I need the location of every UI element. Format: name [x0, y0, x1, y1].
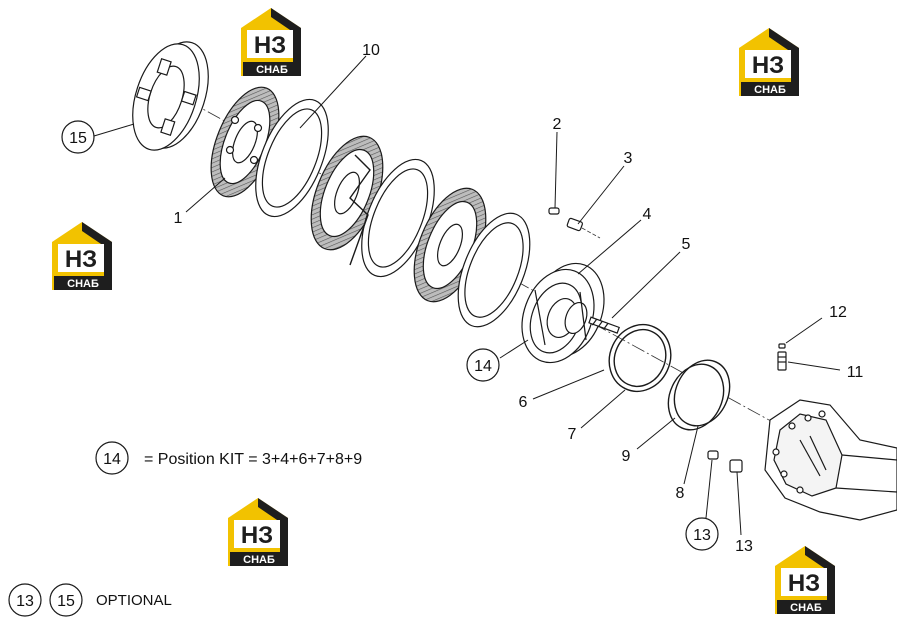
watermark-logo: НЗ СНАБ: [775, 546, 835, 614]
callout-6: 6: [519, 394, 528, 411]
callout-1: 1: [174, 210, 183, 227]
callout-5: 5: [682, 236, 691, 253]
callout-10: 10: [362, 42, 380, 59]
callout-8: 8: [676, 485, 685, 502]
svg-text:15: 15: [69, 130, 87, 147]
svg-text:НЗ: НЗ: [65, 246, 97, 273]
svg-text:СНАБ: СНАБ: [67, 278, 99, 290]
callout-15: 15: [61, 120, 95, 154]
callout-13-circled: 13: [685, 517, 719, 551]
steel-plate: [361, 158, 435, 278]
callout-14: 14: [466, 348, 500, 382]
part-15-spacer-plate: [132, 41, 209, 151]
part-13-plugs: [707, 450, 743, 473]
callout-7: 7: [568, 426, 577, 443]
leader-pin-axis: [581, 227, 601, 239]
kit-legend: 14 = Position KIT = 3+4+6+7+8+9: [95, 441, 362, 475]
svg-text:СНАБ: СНАБ: [790, 602, 822, 614]
svg-text:СНАБ: СНАБ: [243, 554, 275, 566]
break-mark: [349, 154, 371, 266]
watermark-logo: НЗ СНАБ: [739, 28, 799, 96]
svg-text:13: 13: [693, 527, 711, 544]
steel-plate: [457, 212, 531, 328]
part-6-7-seal-rings: [608, 323, 672, 393]
watermark-logo: НЗ СНАБ: [228, 498, 288, 566]
svg-text:OPTIONAL: OPTIONAL: [96, 592, 172, 609]
svg-text:НЗ: НЗ: [254, 32, 286, 59]
part-3-bushing: [566, 217, 583, 232]
svg-text:15: 15: [57, 593, 75, 610]
part-8-9-seal-rings: [667, 359, 731, 431]
callout-12: 12: [829, 304, 847, 321]
watermark-logo: НЗ СНАБ: [52, 222, 112, 290]
svg-text:СНАБ: СНАБ: [754, 84, 786, 96]
svg-text:13: 13: [16, 593, 34, 610]
callout-2: 2: [553, 116, 562, 133]
optional-legend: 13 15 OPTIONAL: [8, 583, 172, 617]
svg-text:НЗ: НЗ: [241, 522, 273, 549]
svg-text:СНАБ: СНАБ: [256, 64, 288, 76]
part-11-12-bleeder: [777, 343, 787, 371]
callout-3: 3: [624, 150, 633, 167]
svg-text:НЗ: НЗ: [752, 52, 784, 79]
part-4-piston: [521, 262, 605, 364]
part-2-pin: [548, 207, 560, 215]
svg-text:= Position KIT = 3+4+6+7+8+9: = Position KIT = 3+4+6+7+8+9: [144, 451, 362, 468]
svg-text:НЗ: НЗ: [788, 570, 820, 597]
part-5-spring: [588, 316, 620, 334]
svg-text:14: 14: [474, 358, 492, 375]
watermark-logo: НЗ СНАБ: [241, 8, 301, 76]
callout-13: 13: [735, 538, 753, 555]
leader-lines: [93, 55, 841, 536]
callout-4: 4: [643, 206, 652, 223]
callout-11: 11: [847, 364, 864, 381]
svg-text:14: 14: [103, 451, 121, 468]
part-10-steel-plate: [255, 98, 329, 218]
axle-housing: [764, 399, 897, 521]
callout-9: 9: [622, 448, 631, 465]
